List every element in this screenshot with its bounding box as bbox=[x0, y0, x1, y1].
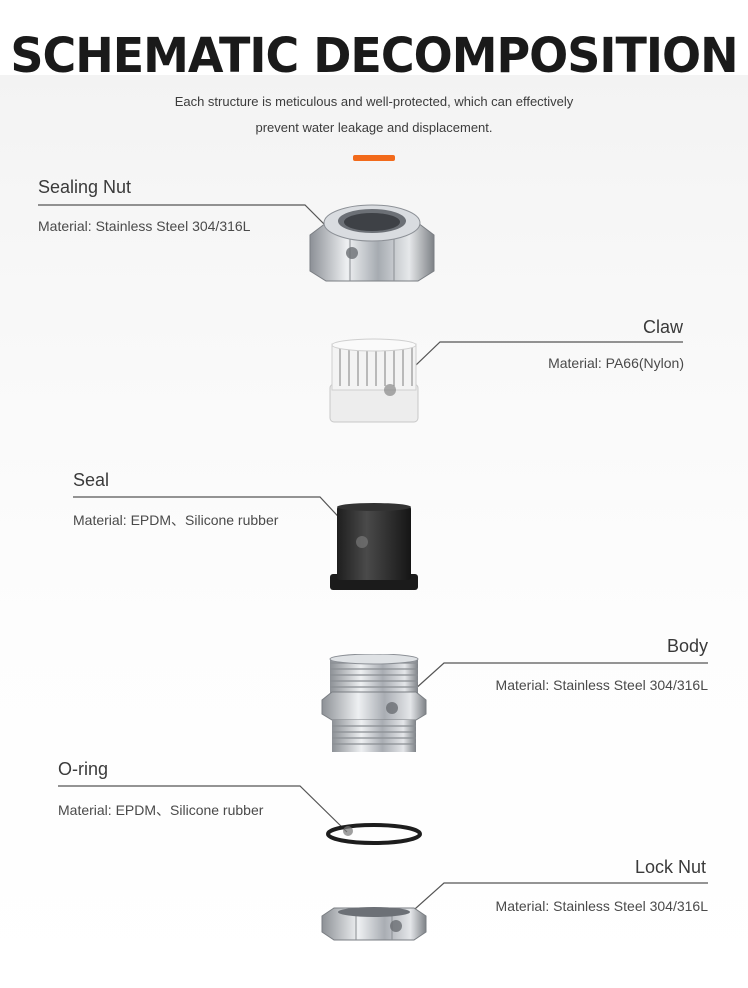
subtitle-line-2: prevent water leakage and displacement. bbox=[255, 120, 493, 135]
sealing-nut-label: Sealing Nut bbox=[38, 177, 132, 197]
lock-nut-material: Material: Stainless Steel 304/316L bbox=[495, 898, 708, 914]
lock-nut-label: Lock Nut bbox=[634, 857, 706, 877]
claw-material: Material: PA66(Nylon) bbox=[548, 355, 684, 371]
seal-label: Seal bbox=[73, 470, 110, 490]
sealing-nut-material: Material: Stainless Steel 304/316L bbox=[38, 218, 251, 234]
o-ring-label: O-ring bbox=[58, 759, 109, 779]
o-ring-material: Material: EPDM、Silicone rubber bbox=[58, 802, 264, 818]
body-label: Body bbox=[666, 636, 708, 656]
o-ring-image bbox=[326, 823, 422, 845]
leader-line-o-ring bbox=[58, 785, 348, 833]
lock-nut-image bbox=[321, 907, 427, 941]
page-title: SCHEMATIC DECOMPOSITION bbox=[10, 26, 738, 84]
claw-label: Claw bbox=[642, 317, 683, 337]
subtitle-line-1: Each structure is meticulous and well-pr… bbox=[174, 94, 574, 109]
seal-material: Material: EPDM、Silicone rubber bbox=[73, 512, 279, 528]
body-material: Material: Stainless Steel 304/316L bbox=[495, 677, 708, 693]
accent-bar bbox=[353, 155, 395, 161]
claw-image bbox=[329, 338, 419, 423]
seal-image bbox=[330, 503, 418, 590]
body-image bbox=[321, 654, 427, 752]
sealing-nut-image bbox=[309, 204, 435, 282]
